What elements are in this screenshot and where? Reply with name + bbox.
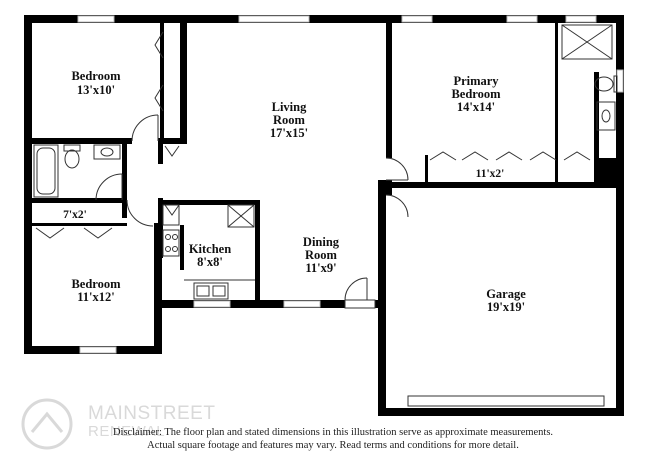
bedroom1-name: Bedroom [71, 69, 121, 83]
primary-closet-dims: 11'x2' [476, 168, 505, 180]
closet2-dims: 7'x2' [63, 209, 87, 221]
watermark-brand-sub: RENEWAL [88, 423, 166, 440]
watermark-logo [21, 398, 73, 450]
living-name-2: Room [273, 113, 306, 127]
living-dims: 17'x15' [270, 126, 308, 140]
dining-dims: 11'x9' [305, 261, 336, 275]
shower-icon [561, 24, 613, 60]
watermark-brand: MAINSTREET [88, 403, 216, 424]
stove-icon [162, 229, 180, 257]
disclaimer-line-1: Disclaimer: The floor plan and stated di… [112, 427, 554, 438]
door-swings [35, 31, 591, 309]
primary-dims: 14'x14' [457, 100, 495, 114]
dining-name-1: Dining [303, 235, 340, 249]
windows [77, 15, 624, 354]
living-name-1: Living [272, 100, 307, 114]
bedroom1-dims: 13'x10' [77, 83, 115, 97]
kitchen-dims: 8'x8' [197, 255, 223, 269]
sink-icon [93, 144, 121, 160]
primary-name-1: Primary [453, 74, 499, 88]
toilet-icon [63, 144, 81, 152]
kitchen-sink-icon [193, 282, 229, 300]
fixtures [33, 24, 618, 407]
interior-walls [32, 23, 624, 308]
bedroom2-dims: 11'x12' [77, 290, 115, 304]
room-labels: Bedroom 13'x10' Living Room 17'x15' Prim… [63, 69, 526, 314]
garage-dims: 19'x19' [487, 300, 525, 314]
bathtub-icon [33, 144, 59, 198]
dining-name-2: Room [305, 248, 338, 262]
garage-door [407, 395, 605, 407]
bedroom2-name: Bedroom [71, 277, 121, 291]
disclaimer-line-2: Actual square footage and features may v… [147, 440, 519, 451]
primary-name-2: Bedroom [451, 87, 501, 101]
garage-name: Garage [486, 287, 526, 301]
refrigerator-icon [227, 204, 255, 228]
kitchen-name: Kitchen [189, 242, 231, 256]
